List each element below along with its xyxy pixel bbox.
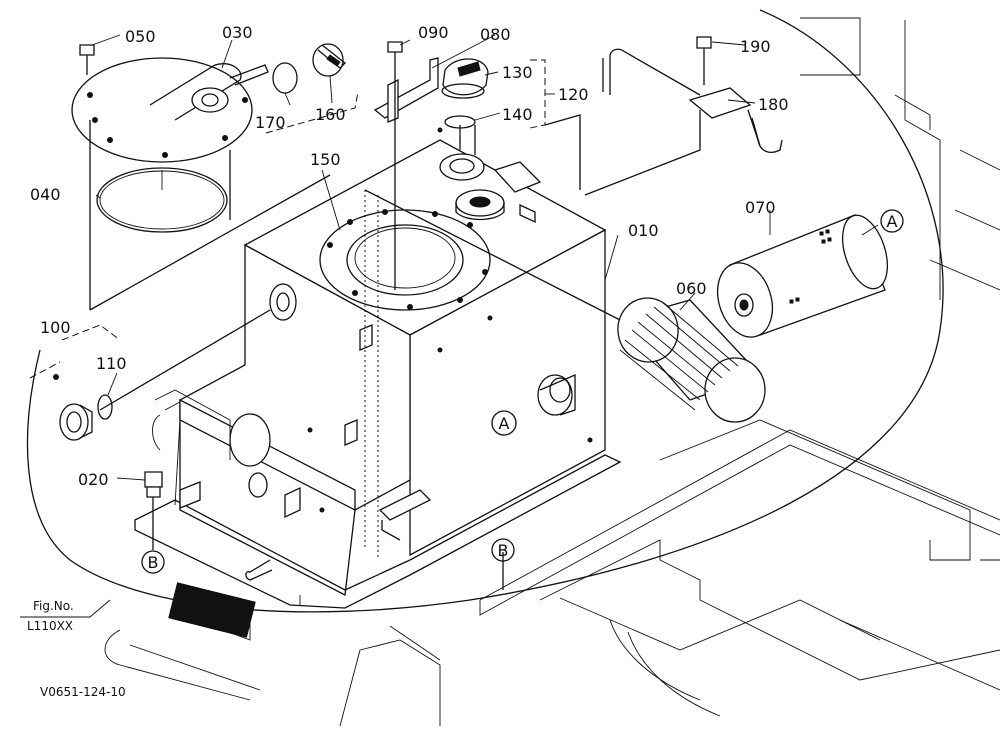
- callout-070: 070: [745, 198, 776, 217]
- figure-info: Fig.No. L110XX V0651-124-10: [20, 599, 126, 699]
- callout-080: 080: [480, 25, 511, 44]
- drain-plug-020: [144, 471, 163, 520]
- callout-190: 190: [740, 37, 771, 56]
- callout-090: 090: [418, 23, 449, 42]
- hydraulic-tank: [134, 127, 622, 609]
- callout-050: 050: [125, 27, 156, 46]
- marker-b-right: B: [491, 538, 515, 562]
- callout-110: 110: [96, 354, 127, 373]
- suction-filter-060: [617, 297, 766, 423]
- callout-labels: 050 030 040 170 160 150 090 080 130 140 …: [30, 23, 789, 489]
- callout-060: 060: [676, 279, 707, 298]
- callout-170: 170: [255, 113, 286, 132]
- callout-100: 100: [40, 318, 71, 337]
- marker-a-filter: A: [880, 209, 904, 233]
- callout-040: 040: [30, 185, 61, 204]
- callout-130: 130: [502, 63, 533, 82]
- bracket-180: [602, 36, 783, 153]
- marker-a-filter-label: A: [887, 212, 898, 231]
- callout-140: 140: [502, 105, 533, 124]
- marker-b-left: B: [141, 550, 165, 574]
- marker-b-right-label: B: [498, 541, 509, 560]
- bracket-080: [373, 41, 439, 123]
- drawing-code: V0651-124-10: [40, 685, 126, 699]
- fig-no-value: L110XX: [27, 619, 73, 633]
- fig-no-label: Fig.No.: [33, 599, 74, 613]
- callout-020: 020: [78, 470, 109, 489]
- marker-a-tank: A: [491, 410, 517, 436]
- callout-180: 180: [758, 95, 789, 114]
- cover-assembly: [71, 43, 346, 233]
- callout-010: 010: [628, 221, 659, 240]
- leader-lines: [29, 34, 879, 590]
- callout-030: 030: [222, 23, 253, 42]
- marker-a-tank-label: A: [499, 414, 510, 433]
- filler-cap-130: [441, 58, 489, 129]
- marker-b-left-label: B: [148, 553, 159, 572]
- callout-120: 120: [558, 85, 589, 104]
- callout-150: 150: [310, 150, 341, 169]
- callout-160: 160: [315, 105, 346, 124]
- breather-plug-100: [53, 374, 113, 441]
- return-filter-070: [716, 214, 889, 338]
- background-frame: [26, 9, 1000, 727]
